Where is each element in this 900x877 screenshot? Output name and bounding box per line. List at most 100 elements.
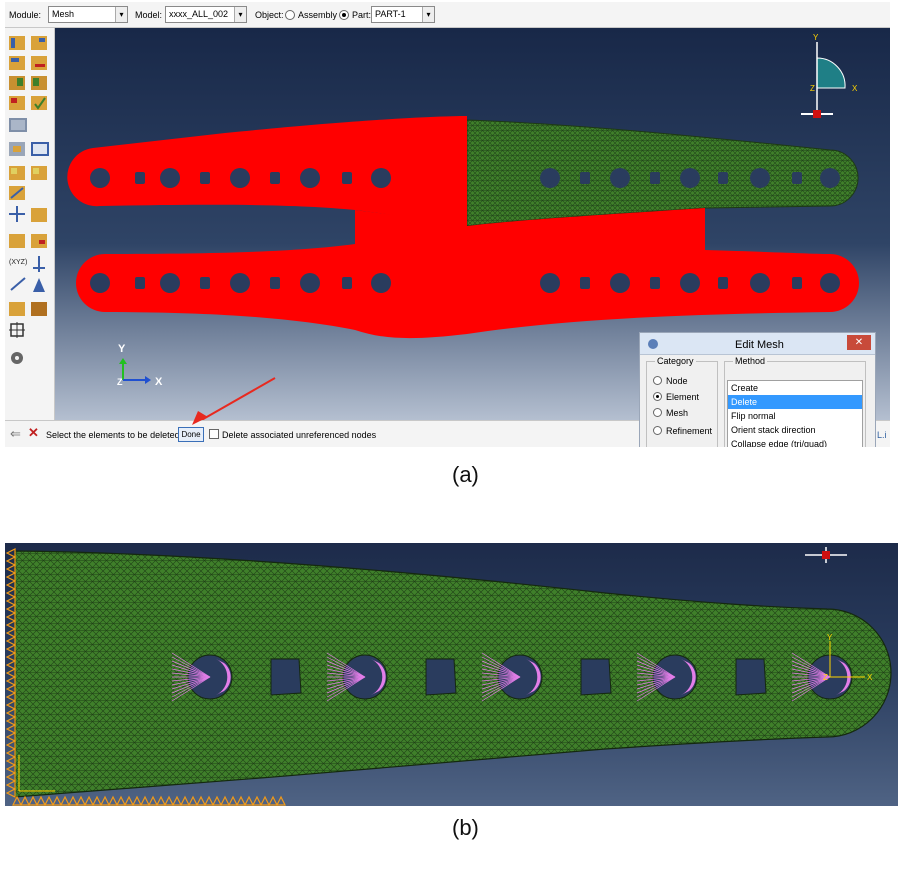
view-compass-icon[interactable]: Y X Z [801, 33, 858, 118]
hole-slot [718, 277, 728, 289]
method-flip-normal[interactable]: Flip normal [731, 411, 776, 421]
model-select[interactable]: xxxx_ALL_002 ▾ [165, 6, 247, 23]
datum-point-icon[interactable]: (XYZ) [9, 256, 45, 272]
category-refinement-radio[interactable]: Refinement [653, 426, 712, 436]
bc-triangle [5, 612, 16, 622]
chevron-down-icon: ▾ [234, 7, 246, 22]
slot-hole [425, 658, 457, 696]
hole-round [680, 273, 700, 293]
view-compass-icon-b [805, 547, 847, 563]
delete-mesh-icon[interactable] [9, 96, 25, 110]
hole-slot [580, 277, 590, 289]
transform-icon[interactable] [9, 322, 25, 338]
bc-triangle [100, 795, 110, 806]
hole-round [820, 273, 840, 293]
triad-y-label: Y [118, 343, 126, 355]
verify-mesh-icon[interactable] [31, 96, 47, 110]
bc-triangle [36, 795, 46, 806]
graphics-viewport[interactable]: Y X Z Y X Z [55, 28, 890, 420]
coupling-spoke [636, 652, 676, 678]
datum-axis-icon[interactable] [10, 277, 45, 292]
coupling-spoke [791, 676, 831, 698]
hole-round [90, 168, 110, 188]
part-select[interactable]: PART-1 ▾ [371, 6, 435, 23]
axis-triad-icon: Y X Z [117, 343, 163, 388]
bc-triangle [172, 795, 182, 806]
seed-part-icon[interactable] [9, 36, 25, 50]
coupling-spoke [481, 676, 521, 698]
delete-unreferenced-nodes-checkbox[interactable] [209, 429, 219, 439]
mesh-controls-icon[interactable] [9, 118, 27, 132]
mesh-viewport-b[interactable]: Y X Z [5, 543, 898, 806]
module-label: Module: [9, 10, 42, 20]
coupling-spoke [171, 676, 211, 690]
back-arrow-icon[interactable]: ⇐ [10, 426, 21, 441]
compass-z-label: Z [810, 84, 815, 93]
hole-round [371, 168, 391, 188]
coupling-spoke [791, 676, 831, 682]
bc-triangle [220, 795, 230, 806]
partition-face-icon[interactable] [9, 166, 25, 180]
hole-round [230, 273, 250, 293]
close-button[interactable]: ✕ [847, 335, 871, 350]
coupling-spoke [326, 676, 366, 686]
lower-arm-selected[interactable] [76, 208, 859, 339]
coupling-surface [216, 659, 231, 695]
seed-edge-icon[interactable] [31, 36, 47, 50]
part-radio[interactable] [339, 10, 349, 20]
assign-element-icon[interactable] [31, 142, 49, 156]
bc-triangle [5, 668, 16, 678]
bc-triangle [196, 795, 206, 806]
bc-triangle [5, 564, 16, 574]
datum-plane-icon[interactable] [9, 234, 47, 248]
bc-triangle [68, 795, 78, 806]
module-select[interactable]: Mesh ▾ [48, 6, 128, 23]
bc-triangle [5, 596, 16, 606]
category-mesh-radio[interactable]: Mesh [653, 408, 688, 418]
delete-edge-seed-icon[interactable] [31, 56, 47, 70]
caption-a: (a) [452, 462, 479, 487]
assembly-label: Assembly [298, 10, 338, 20]
done-button[interactable]: Done [178, 427, 204, 442]
element-type-icon[interactable] [9, 142, 25, 156]
bc-triangle [212, 795, 222, 806]
object-label: Object: [255, 10, 284, 20]
hole-round [540, 273, 560, 293]
method-collapse-edge[interactable]: Collapse edge (tri/quad) [731, 439, 828, 447]
model-value: xxxx_ALL_002 [169, 9, 229, 19]
dialog-titlebar[interactable]: Edit Mesh ✕ [640, 333, 875, 355]
method-orient-stack[interactable]: Orient stack direction [731, 425, 816, 435]
delete-seed-icon[interactable] [9, 56, 25, 70]
category-element-radio[interactable]: Element [653, 392, 699, 402]
coupling-spoke [636, 676, 676, 694]
bc-triangle [5, 652, 16, 662]
tools-icon[interactable] [11, 352, 23, 364]
method-list[interactable]: Create Delete Flip normal Orient stack d… [727, 380, 863, 447]
boundary-condition-markers-left [5, 548, 16, 798]
b-triad-z: Z [823, 673, 828, 682]
bc-triangle [5, 740, 16, 750]
bc-triangle [116, 795, 126, 806]
svg-text:(XYZ): (XYZ) [9, 259, 27, 266]
slot-hole [735, 658, 767, 696]
mesh-part-icon[interactable] [9, 76, 25, 90]
bc-triangle [5, 780, 16, 790]
category-node-radio[interactable]: Node [653, 376, 688, 386]
upper-arm-selected[interactable] [67, 116, 467, 228]
virtual-topology-icon[interactable] [9, 186, 25, 200]
bc-triangle [5, 660, 16, 670]
method-create[interactable]: Create [731, 383, 759, 393]
bc-triangle [60, 795, 70, 806]
partition-cell-icon[interactable] [31, 166, 47, 180]
coupling-spoke [636, 676, 676, 698]
create-datum-icon[interactable] [9, 206, 47, 222]
arrowhead-icon [192, 411, 208, 425]
cancel-x-icon[interactable]: ✕ [28, 425, 39, 440]
method-delete[interactable]: Delete [728, 395, 862, 409]
category-group: Category Node Element Mesh Refinement [646, 356, 718, 447]
bc-triangle [12, 795, 22, 806]
coupling-spoke [791, 652, 831, 678]
mesh-region-icon[interactable] [31, 76, 47, 90]
query-icon[interactable] [9, 302, 47, 316]
assembly-radio[interactable] [285, 10, 295, 20]
